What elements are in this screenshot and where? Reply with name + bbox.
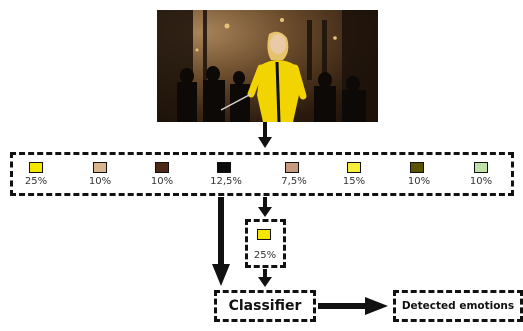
selected-color-box [245,219,286,268]
color-palette-box [10,152,514,196]
swatch-percentage: 10% [88,176,112,187]
film-still-icon [157,10,378,122]
detected-emotions-label: Detected emotions [401,300,515,312]
swatch-light-yellow [347,162,361,173]
selected-percentage: 25% [253,250,277,261]
swatch-percentage: 10% [150,176,174,187]
movie-frame-image [157,10,378,122]
classifier-label: Classifier [228,298,302,314]
selected-swatch [257,229,271,240]
swatch-pink-brown [285,162,299,173]
detected-emotions-box [393,290,523,322]
swatch-black [217,162,231,173]
swatch-percentage: 15% [342,176,366,187]
swatch-olive [410,162,424,173]
swatch-percentage: 10% [407,176,431,187]
swatch-light-green [474,162,488,173]
swatch-dark-brown [155,162,169,173]
swatch-percentage: 12,5% [210,176,242,187]
swatch-yellow [29,162,43,173]
swatch-beige [93,162,107,173]
swatch-percentage: 7,5% [281,176,307,187]
swatch-percentage: 10% [469,176,493,187]
swatch-percentage: 25% [24,176,48,187]
classifier-box [214,290,316,322]
